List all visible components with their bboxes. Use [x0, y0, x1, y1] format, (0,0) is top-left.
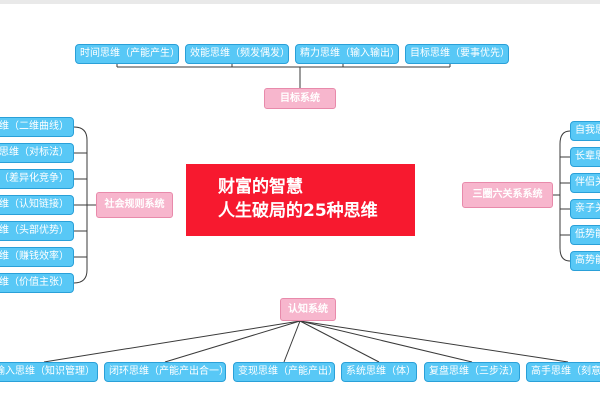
connector-bottom-3 [283, 320, 301, 363]
category-social-rules-system[interactable]: 社会规则系统 [96, 192, 173, 218]
node-closed-loop-thinking[interactable]: 闭环思维（产能产出合一） [104, 362, 226, 382]
connector-bottom-2 [164, 320, 301, 363]
connector-right-1 [559, 130, 571, 145]
connector-bottom-4 [299, 320, 380, 363]
node-expert-thinking[interactable]: 高手思维（刻意练 [526, 362, 600, 382]
connector-bottom-5 [299, 320, 473, 363]
node-left-2[interactable]: 思维（对标法） [0, 143, 74, 163]
category-cognition-system[interactable]: 认知系统 [280, 298, 336, 321]
connector-bottom-1 [43, 320, 301, 363]
connector-bottom-6 [299, 320, 569, 363]
connector-left-1 [73, 126, 88, 141]
node-left-6[interactable]: 维（赚钱效率） [0, 247, 74, 267]
node-right-6[interactable]: 高势能 [570, 251, 600, 271]
node-time-thinking[interactable]: 时间思维（产能产生） [75, 44, 179, 64]
central-title-line1: 财富的智慧 [218, 177, 303, 197]
central-title-line2: 人生破局的25种思维 [218, 201, 378, 221]
connector-left-7 [73, 269, 88, 284]
node-left-3[interactable]: 维（差异化竞争） [0, 169, 74, 189]
central-topic[interactable]: 财富的智慧 人生破局的25种思维 [186, 164, 415, 236]
node-right-4[interactable]: 亲子关 [570, 199, 600, 219]
node-right-1[interactable]: 自我思 [570, 121, 600, 141]
node-right-3[interactable]: 伴侣关 [570, 173, 600, 193]
connector-right-6 [559, 247, 571, 262]
node-review-thinking[interactable]: 复盘思维（三步法） [424, 362, 520, 382]
node-left-7[interactable]: 维（价值主张） [0, 273, 74, 293]
node-input-thinking[interactable]: 输入思维（知识管理） [0, 362, 98, 382]
node-right-2[interactable]: 长辈思 [570, 147, 600, 167]
node-monetization-thinking[interactable]: 变现思维（产能产出） [233, 362, 335, 382]
node-efficiency-thinking[interactable]: 效能思维（频发偶发） [185, 44, 289, 64]
node-systems-thinking[interactable]: 系统思维（体） [341, 362, 417, 382]
node-goal-thinking[interactable]: 目标思维（要事优先） [405, 44, 509, 64]
node-right-5[interactable]: 低势能 [570, 225, 600, 245]
category-goal-system[interactable]: 目标系统 [264, 88, 336, 109]
node-left-5[interactable]: 维（头部优势） [0, 221, 74, 241]
top-divider [0, 0, 600, 4]
node-energy-thinking[interactable]: 精力思维（输入输出） [295, 44, 399, 64]
node-left-1[interactable]: 维（二维曲线） [0, 117, 74, 137]
category-relationship-system[interactable]: 三圈六关系系统 [462, 182, 553, 208]
node-left-4[interactable]: 维（认知链接） [0, 195, 74, 215]
